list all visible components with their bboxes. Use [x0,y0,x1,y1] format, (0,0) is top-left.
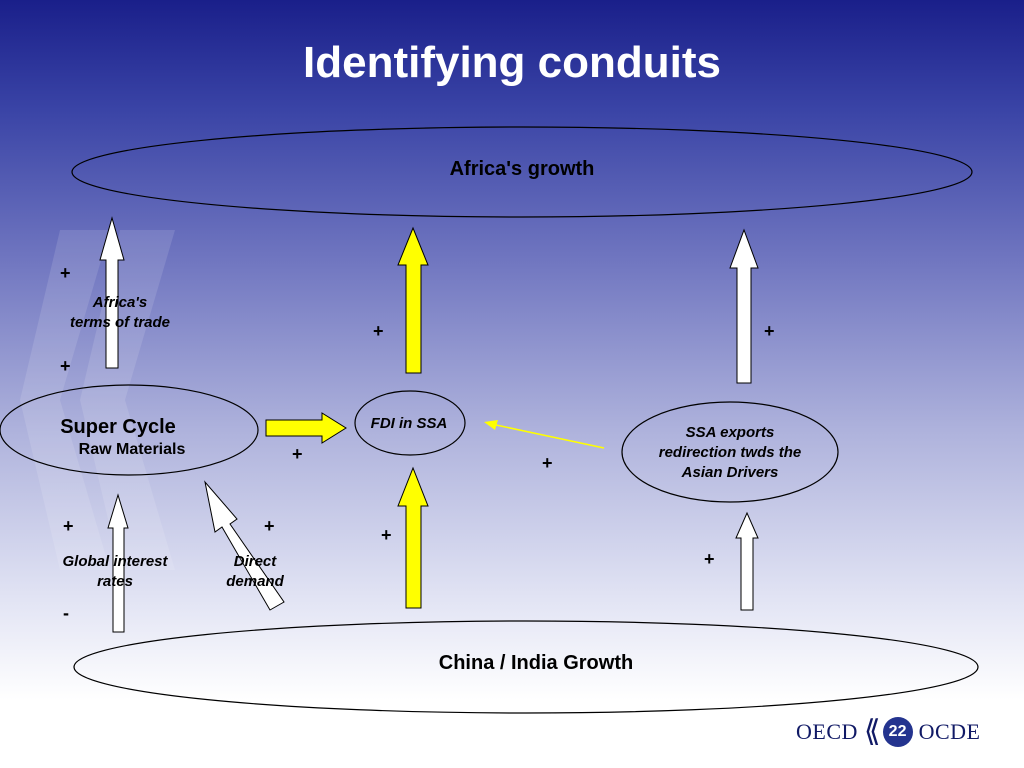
africa-growth-label: Africa's growth [449,158,595,180]
arrow-terms-of-trade [99,216,125,369]
footer-oecd: OECD [796,719,858,744]
oecd-logo-icon: ⟪ [863,715,881,748]
direct-demand-line-1: Direct [233,553,277,570]
super-cycle-subtitle: Raw Materials [78,441,186,458]
sign-plus: + [60,356,71,376]
sign-plus: + [264,516,275,536]
interest-line-2: rates [97,573,133,590]
china-india-ellipse [73,620,979,714]
slide-title: Identifying conduits [303,38,721,87]
arrow-ssa-to-fdi [495,424,605,449]
oecd-footer: OECD ⟪ 22 OCDE [796,712,980,752]
interest-line-1: Global interest [62,553,168,570]
sign-plus: + [60,263,71,283]
arrow-ssa-to-africa [729,228,759,384]
china-india-label: China / India Growth [438,652,634,674]
sign-plus: + [542,453,553,473]
terms-trade-line-1: Africa's [92,294,148,311]
ssa-exports-line-2: redirection twds the [658,444,802,461]
fdi-label: FDI in SSA [370,415,448,432]
super-cycle-ellipse [0,384,259,476]
ssa-exports-ellipse [621,401,839,503]
arrow-fdi-to-africa [397,226,429,374]
footer-ocde: OCDE [918,719,981,744]
terms-trade-line-2: terms of trade [69,314,171,331]
arrow-global-interest [107,493,129,633]
africa-growth-ellipse [71,126,973,218]
fdi-ellipse [354,390,466,456]
page-number: 22 [882,717,913,747]
sign-plus: + [292,444,303,464]
arrow-china-to-fdi [397,466,429,609]
arrow-direct-demand [204,480,285,611]
sign-minus: - [63,603,69,623]
ssa-exports-line-1: SSA exports [685,424,775,441]
arrow-china-to-ssa [735,511,759,611]
super-cycle-title: Super Cycle [60,416,176,438]
watermark-chevron-icon [20,230,175,570]
sign-plus: + [373,321,384,341]
ssa-exports-line-3: Asian Drivers [681,464,779,481]
arrow-ssa-to-fdi-head [484,420,498,430]
direct-demand-line-2: demand [226,573,284,590]
arrow-super-cycle-to-fdi [265,412,347,444]
sign-plus: + [63,516,74,536]
sign-plus: + [381,525,392,545]
sign-plus: + [704,549,715,569]
sign-plus: + [764,321,775,341]
